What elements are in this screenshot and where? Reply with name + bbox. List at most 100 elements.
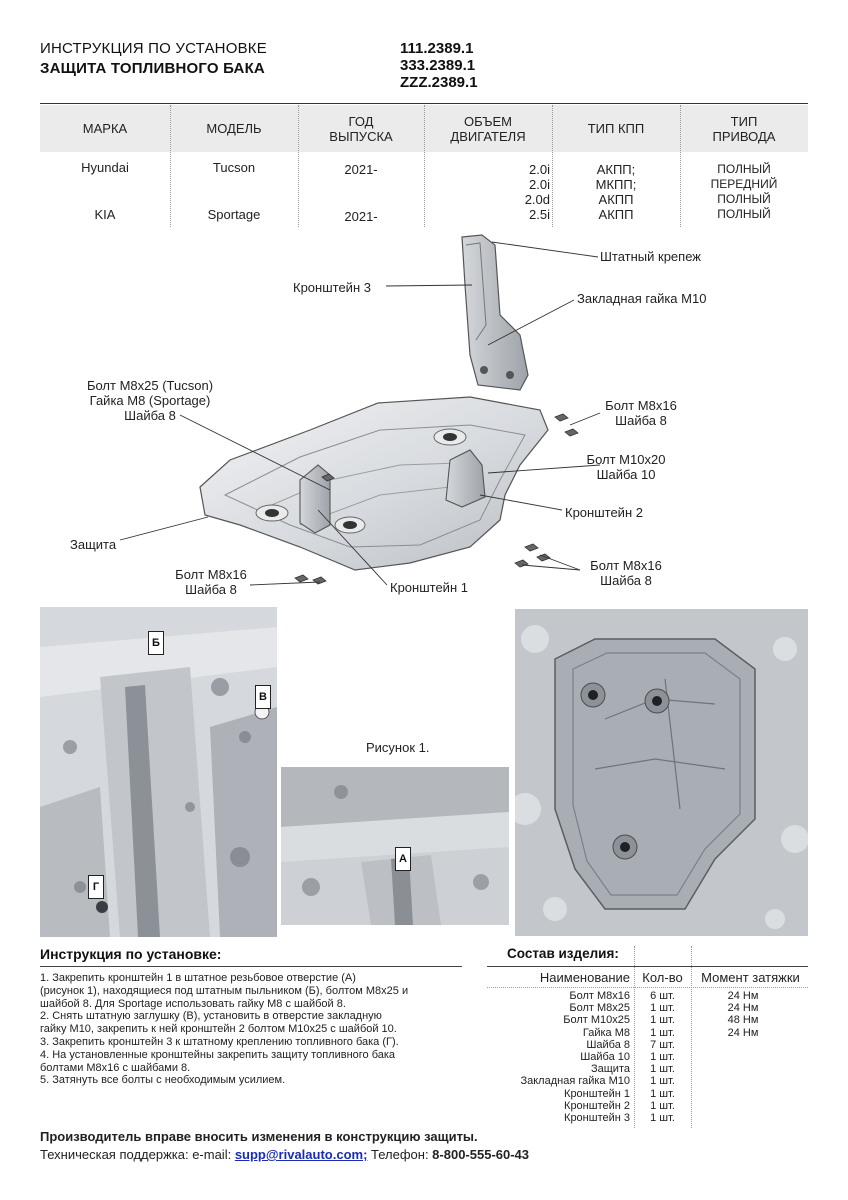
list-item: Болт М8х25	[569, 1002, 630, 1015]
label-bolt-group: Болт М8х25 (Tucson) Гайка М8 (Sportage) …	[86, 378, 214, 423]
list-item: 1 шт.	[650, 1026, 675, 1039]
list-item: 24 Нм	[727, 990, 759, 1002]
composition-names: Болт М8х16 Болт М8х25 Болт М10х25 Гайка …	[480, 990, 630, 1124]
column-divider	[634, 946, 635, 1128]
row-year: 2021-	[344, 162, 378, 177]
photo-installed-guard	[515, 609, 808, 936]
label-guard: Защита	[70, 537, 117, 552]
list-item: 1 шт.	[650, 1050, 675, 1063]
part-codes: 111.2389.1 333.2389.1 ZZZ.2389.1	[400, 40, 478, 91]
list-item: Шайба 10	[580, 1050, 630, 1063]
bracket-2	[445, 449, 486, 508]
bolt-icons	[294, 413, 579, 585]
column-divider	[170, 105, 171, 227]
photo-mounting-points-left: Б В Г	[40, 607, 277, 937]
list-item: 24 Нм	[727, 1002, 759, 1015]
list-item: Гайка М8	[582, 1026, 630, 1039]
list-item: Кронштейн 2	[564, 1099, 630, 1112]
composition-header-rule	[487, 987, 808, 988]
label-bracket-3: Кронштейн 3	[293, 280, 371, 295]
row-make: KIA	[94, 207, 116, 222]
engine-list: 2.0i 2.0i 2.0d 2.5i	[524, 162, 550, 222]
figure-caption: Рисунок 1.	[366, 740, 430, 755]
instructions-rule	[40, 966, 462, 967]
instructions-title: Инструкция по установке:	[40, 946, 222, 962]
composition-title: Состав изделия:	[507, 946, 619, 961]
support-line: Техническая поддержка: e-mail: supp@riva…	[40, 1147, 529, 1162]
row-model: Sportage	[207, 207, 261, 222]
label-bolt-m10x20: Болт М10х20 Шайба 10	[586, 452, 666, 482]
exploded-assembly-diagram	[119, 234, 601, 586]
disclaimer: Производитель вправе вносить изменения в…	[40, 1129, 478, 1144]
composition-rule	[487, 966, 808, 967]
instructions-text: 1. Закрепить кронштейн 1 в штатное резьб…	[40, 972, 409, 1087]
part-code: 333.2389.1	[400, 57, 476, 74]
column-divider	[680, 105, 681, 227]
label-bracket-1: Кронштейн 1	[390, 580, 468, 595]
label-standard-mount: Штатный крепеж	[600, 249, 701, 264]
header-model: МОДЕЛЬ	[206, 121, 262, 136]
composition-col-name: Наименование	[539, 970, 630, 985]
table-top-rule	[40, 103, 808, 104]
photo-mounting-point-a: А	[281, 767, 509, 925]
list-item: 7 шт.	[650, 1038, 675, 1051]
leader-lines	[119, 241, 601, 586]
list-item: Кронштейн 3	[564, 1111, 630, 1124]
label-bolt-m8x16-a: Болт М8х16 Шайба 8	[605, 398, 677, 428]
label-bolt-m8x16-b: Болт М8х16 Шайба 8	[175, 567, 247, 597]
bracket-3	[461, 234, 529, 391]
header-gearbox: ТИП КПП	[587, 121, 645, 136]
list-item: Кронштейн 1	[564, 1087, 630, 1100]
composition-qty: 6 шт. 1 шт. 1 шт. 1 шт. 7 шт. 1 шт. 1 шт…	[634, 990, 691, 1124]
phone-label: Телефон:	[367, 1147, 433, 1162]
bracket-1	[299, 464, 331, 534]
marker-b: Б	[148, 631, 164, 655]
row-year: 2021-	[344, 209, 378, 224]
composition-col-qty: Кол-во	[642, 970, 683, 985]
list-item: 1 шт.	[650, 1111, 675, 1124]
list-item: 24 Нм	[727, 1026, 759, 1039]
column-divider	[552, 105, 553, 227]
part-code: 111.2389.1	[400, 40, 474, 57]
support-label: Техническая поддержка: e-mail:	[40, 1147, 235, 1162]
gearbox-list: АКПП; МКПП; АКПП АКПП	[595, 162, 637, 222]
part-code: ZZZ.2389.1	[400, 74, 478, 91]
list-item: Защита	[591, 1063, 630, 1076]
label-nut-m10: Закладная гайка М10	[577, 291, 707, 306]
marker-a: А	[395, 847, 411, 871]
drive-list: ПОЛНЫЙ ПЕРЕДНИЙ ПОЛНЫЙ ПОЛНЫЙ	[710, 162, 778, 221]
column-divider	[691, 946, 692, 1128]
list-item: 1 шт.	[650, 1002, 675, 1015]
marker-g: Г	[88, 875, 104, 899]
composition-col-torque: Момент затяжки	[701, 970, 800, 985]
list-item: 1 шт.	[650, 1099, 675, 1112]
row-model: Tucson	[212, 160, 256, 175]
document-title: ИНСТРУКЦИЯ ПО УСТАНОВКЕ	[40, 40, 267, 57]
support-email-link[interactable]: supp@rivalauto.com;	[234, 1147, 368, 1162]
row-make: Hyundai	[81, 160, 129, 175]
guard-plate	[199, 396, 549, 571]
list-item: 48 Нм	[727, 1014, 759, 1027]
list-item: Болт М8х16	[569, 990, 630, 1002]
list-item: Болт М10х25	[563, 1014, 630, 1027]
support-phone: 8-800-555-60-43	[432, 1147, 530, 1162]
marker-v: В	[255, 685, 271, 709]
column-divider	[424, 105, 425, 227]
label-bolt-m8x16-c: Болт М8х16 Шайба 8	[590, 558, 662, 588]
label-bracket-2: Кронштейн 2	[565, 505, 643, 520]
list-item: 1 шт.	[650, 1075, 675, 1088]
product-title: ЗАЩИТА ТОПЛИВНОГО БАКА	[40, 60, 265, 77]
composition-torque: 24 Нм 24 Нм 48 Нм 24 Нм	[693, 990, 793, 1039]
list-item: 6 шт.	[650, 990, 675, 1002]
list-item: 1 шт.	[650, 1014, 675, 1027]
list-item: 1 шт.	[650, 1063, 675, 1076]
list-item: 1 шт.	[650, 1087, 675, 1100]
column-divider	[298, 105, 299, 227]
list-item: Закладная гайка М10	[520, 1075, 630, 1088]
list-item: Шайба 8	[586, 1038, 630, 1051]
header-make: МАРКА	[82, 121, 128, 136]
